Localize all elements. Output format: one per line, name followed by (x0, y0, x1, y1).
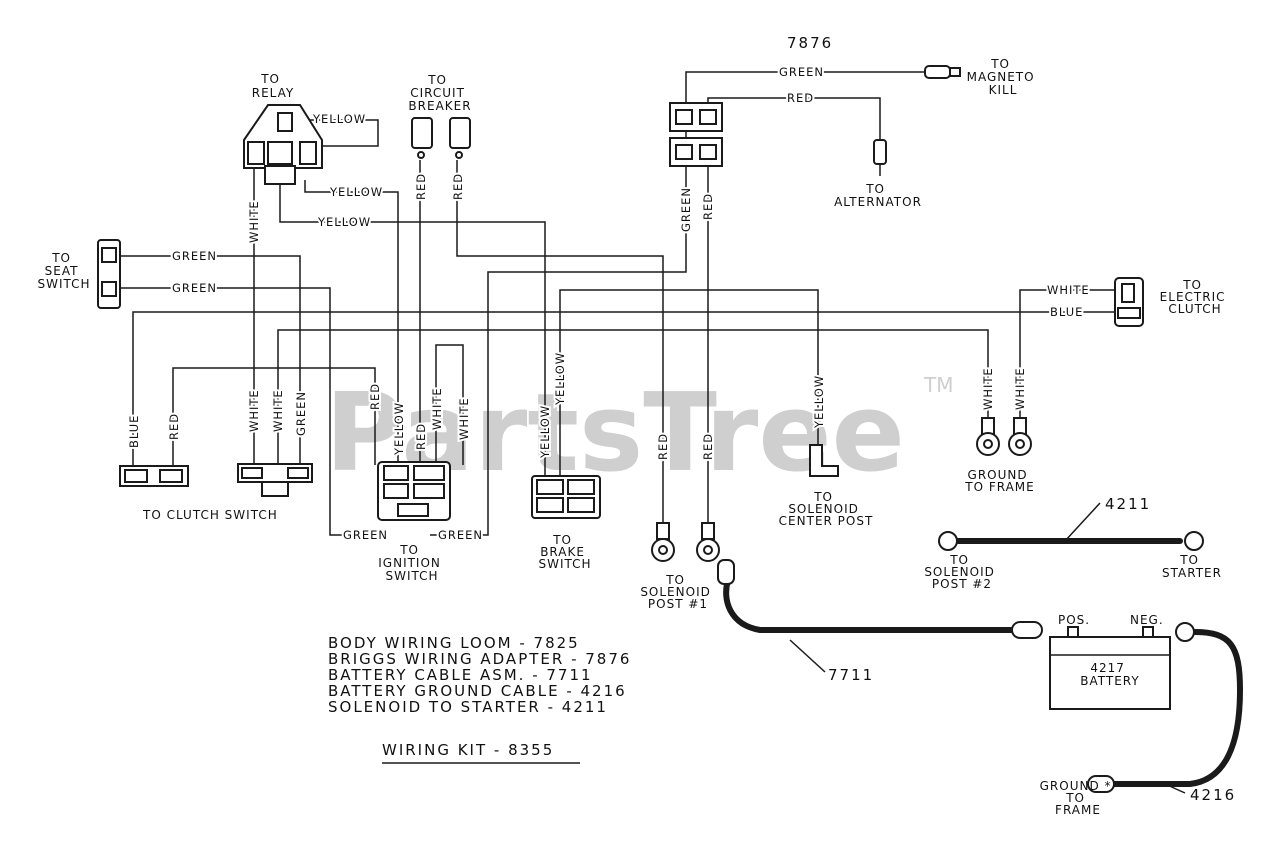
wire-label-blue-clutch: BLUE (1050, 305, 1083, 319)
wire-label-green-seat-2: GREEN (172, 281, 217, 295)
wire-label-red-clutch-switch: RED (167, 413, 181, 440)
wire-label-yellow-brake-1: YELLOW (538, 405, 552, 459)
wire-red-clutch (172, 367, 376, 468)
wire-label-green-magneto: GREEN (779, 65, 824, 79)
wire-label-yellow-relay: YELLOW (312, 112, 366, 126)
magneto-kill-plug (924, 65, 961, 79)
cable-number-4211: 4211 (1105, 495, 1151, 513)
wire-label-green-adapter: GREEN (679, 187, 693, 232)
label-starter: TO STARTER (1162, 553, 1222, 580)
wire-label-white-clutch: WHITE (1047, 283, 1090, 297)
wire-label-red-adapter: RED (701, 193, 715, 220)
legend-item: BRIGGS WIRING ADAPTER - 7876 (328, 650, 631, 668)
legend-item: BATTERY GROUND CABLE - 4216 (328, 682, 627, 700)
solenoid-center-post-terminal (809, 444, 839, 477)
wire-label-white-ign-1: WHITE (430, 387, 444, 430)
wire-labels-horizontal: YELLOW YELLOW YELLOW GREEN GREEN GREEN R… (170, 63, 1091, 544)
adapter-number: 7876 (787, 34, 833, 52)
relay-connector (243, 104, 323, 185)
wire-label-red-ign-1: RED (368, 383, 382, 410)
label-battery-pos: POS. (1058, 613, 1090, 627)
label-battery: 4217 BATTERY (1080, 661, 1139, 688)
cable-4211 (938, 502, 1204, 551)
wire-label-yellow-2: YELLOW (329, 185, 383, 199)
label-relay: TO RELAY (252, 72, 295, 100)
label-magneto-kill: TO MAGNETO KILL (967, 57, 1040, 97)
wire-seat-green-2 (120, 287, 385, 536)
wire-label-red-post1-1: RED (656, 433, 670, 460)
wire-label-white-cs-2: WHITE (271, 389, 285, 432)
wire-label-green-cs: GREEN (294, 391, 308, 436)
wire-label-white-ground-1: WHITE (981, 367, 995, 410)
solenoid-post-1-terminals (651, 522, 720, 562)
watermark-tm: TM (923, 373, 953, 397)
label-battery-neg: NEG. (1130, 613, 1164, 627)
wire-label-white-ground-2: WHITE (1013, 367, 1027, 410)
kit-title: WIRING KIT - 8355 (382, 741, 554, 759)
wire-label-yellow-3: YELLOW (317, 215, 371, 229)
ground-frame-terminals (976, 417, 1032, 456)
label-brake-switch: TO BRAKE SWITCH (538, 533, 591, 571)
wire-label-red-ign-2: RED (414, 423, 428, 450)
wire-white-clutch (1019, 289, 1115, 420)
wire-label-green-seat-1: GREEN (172, 249, 217, 263)
legend-item: BATTERY CABLE ASM. - 7711 (328, 666, 593, 684)
wire-labels-vertical: WHITE RED RED GREEN RED BLUE RED WHITE W… (125, 171, 1029, 462)
label-electric-clutch: TO ELECTRIC CLUTCH (1160, 278, 1231, 316)
wire-yellow-ignition (304, 180, 399, 470)
wire-yellow-solenoid-center (559, 289, 819, 480)
label-solenoid-post-1: TO SOLENOID POST #1 (640, 573, 715, 611)
electric-clutch-connector (1114, 277, 1144, 327)
wire-label-green-ignition-1: GREEN (343, 528, 388, 542)
legend-item: SOLENOID TO STARTER - 4211 (328, 698, 608, 716)
wire-seat-green-1 (120, 255, 301, 465)
wire-label-yellow-center: YELLOW (812, 375, 826, 429)
wire-white-ignition (435, 344, 464, 470)
wire-blue (132, 311, 1115, 468)
wire-label-white-ign-2: WHITE (457, 397, 471, 440)
label-circuit-breaker: TO CIRCUIT BREAKER (408, 73, 471, 113)
circuit-breaker-terminals (411, 117, 471, 159)
legend-item: BODY WIRING LOOM - 7825 (328, 634, 580, 652)
wire-label-blue-clutch-switch: BLUE (127, 415, 141, 448)
ignition-switch-connector (377, 461, 451, 521)
wire-relay-yellow-loop (290, 119, 379, 147)
label-ground-frame-1: GROUND TO FRAME (964, 468, 1035, 494)
wire-label-red-post1-2: RED (701, 433, 715, 460)
wire-label-white-relay: WHITE (247, 200, 261, 243)
wire-green-magneto (685, 71, 925, 110)
cable-7711 (717, 559, 1043, 673)
label-ground-frame-2: GROUND * TO FRAME (1040, 779, 1117, 817)
legend: BODY WIRING LOOM - 7825 BRIGGS WIRING AD… (328, 634, 631, 716)
label-solenoid-center: TO SOLENOID CENTER POST (779, 490, 874, 528)
wire-red-solenoid (456, 160, 664, 525)
cable-number-7711: 7711 (828, 666, 874, 684)
wire-label-yellow-brake-2: YELLOW (553, 352, 567, 406)
cable-4216 (1087, 622, 1244, 794)
adapter-connectors (669, 102, 723, 167)
alternator-plug (873, 139, 887, 176)
label-ignition-switch: TO IGNITION SWITCH (378, 543, 445, 583)
cable-number-4216: 4216 (1190, 786, 1236, 804)
seat-switch-connector (97, 239, 121, 309)
battery (1049, 626, 1171, 710)
label-solenoid-post-2: TO SOLENOID POST #2 (924, 553, 999, 591)
wire-label-green-ignition-2: GREEN (438, 528, 483, 542)
label-clutch-switch: TO CLUTCH SWITCH (142, 508, 278, 522)
wire-label-white-cs-1: WHITE (247, 389, 261, 432)
label-seat-switch: TO SEAT SWITCH (37, 251, 90, 291)
label-alternator: TO ALTERNATOR (834, 182, 922, 209)
wire-white-ground (277, 329, 989, 465)
wires (120, 71, 1115, 536)
wire-label-yellow-ign: YELLOW (392, 402, 406, 456)
brake-switch-connector (531, 475, 601, 519)
wire-label-red-cb-1: RED (414, 173, 428, 200)
clutch-switch-connectors (119, 463, 313, 497)
wire-yellow-brake (279, 185, 546, 480)
wire-label-red-cb-2: RED (451, 173, 465, 200)
wire-adapter-green (430, 130, 687, 536)
wire-label-red-alternator: RED (787, 91, 814, 105)
